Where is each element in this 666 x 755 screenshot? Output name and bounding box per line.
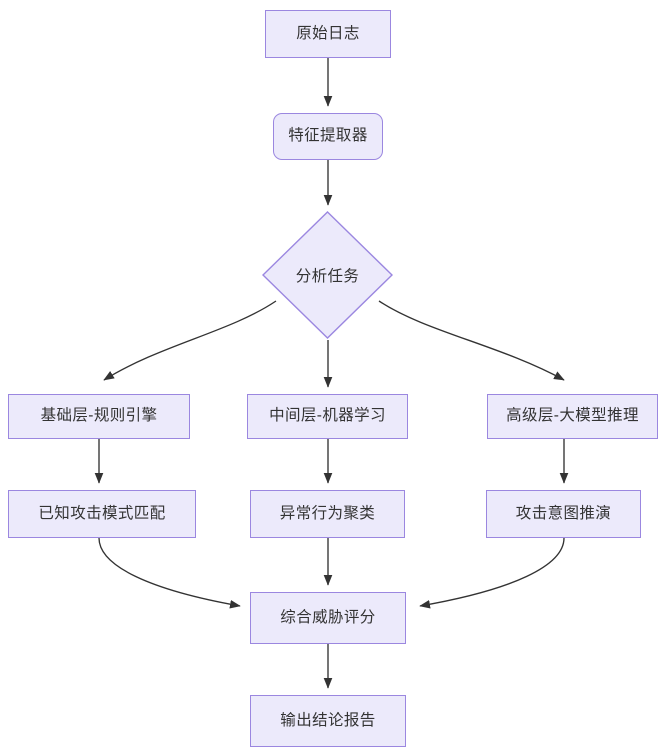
node-layer_adv[interactable]: 高级层-大模型推理 <box>487 394 658 439</box>
node-label-known_patterns: 已知攻击模式匹配 <box>38 504 166 522</box>
edge-analysis_task-to-layer_base <box>103 300 277 381</box>
node-layer_base[interactable]: 基础层-规则引擎 <box>8 394 190 439</box>
edge-known_patterns-to-threat_score <box>98 537 241 609</box>
node-threat_score[interactable]: 综合威胁评分 <box>250 592 406 644</box>
node-feature_ext[interactable]: 特征提取器 <box>273 113 383 160</box>
node-layer_mid[interactable]: 中间层-机器学习 <box>247 394 408 439</box>
node-label-feature_ext: 特征提取器 <box>288 127 368 145</box>
node-label-final_report: 输出结论报告 <box>280 711 376 729</box>
node-analysis_task[interactable]: 分析任务 <box>262 211 393 339</box>
node-label-analysis_task: 分析任务 <box>295 268 360 285</box>
node-known_patterns[interactable]: 已知攻击模式匹配 <box>8 490 196 538</box>
edge-intent_infer-to-threat_score <box>419 537 565 609</box>
node-label-layer_mid: 中间层-机器学习 <box>269 407 386 425</box>
node-label-layer_base: 基础层-规则引擎 <box>40 407 158 425</box>
node-label-anomaly_cluster: 异常行为聚类 <box>279 504 376 522</box>
node-label-layer_adv: 高级层-大模型推理 <box>506 407 639 425</box>
edge-analysis_task-to-layer_adv <box>378 300 565 381</box>
node-raw_logs[interactable]: 原始日志 <box>265 10 391 58</box>
node-label-raw_logs: 原始日志 <box>296 24 360 42</box>
diamond-icon <box>262 211 393 339</box>
node-intent_infer[interactable]: 攻击意图推演 <box>486 490 641 538</box>
node-final_report[interactable]: 输出结论报告 <box>250 695 406 747</box>
node-label-intent_infer: 攻击意图推演 <box>515 504 612 522</box>
node-anomaly_cluster[interactable]: 异常行为聚类 <box>250 490 405 538</box>
node-label-threat_score: 综合威胁评分 <box>280 608 376 626</box>
